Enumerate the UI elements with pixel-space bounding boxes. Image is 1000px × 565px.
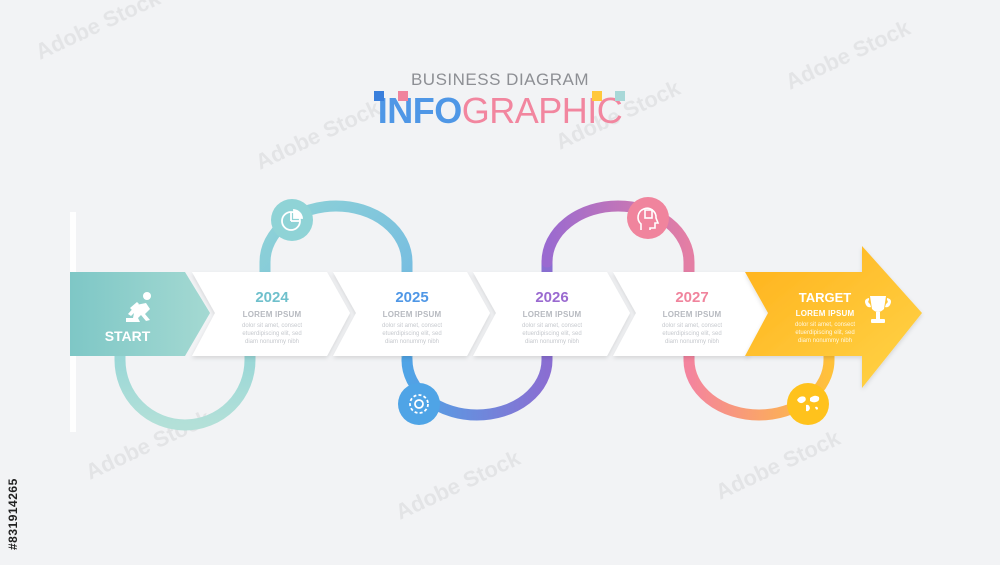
target-desc-line: diam nonummy nibh — [797, 338, 853, 344]
step-year: 2024 — [255, 289, 289, 306]
step-2027: 2027 LOREM IPSUM dolor sit amet, consect… — [632, 289, 752, 346]
loop-segment-2024 — [259, 200, 413, 366]
head-brain-icon — [637, 207, 660, 230]
chevron-2024 — [192, 272, 350, 356]
target-heading: LOREM IPSUM — [795, 309, 855, 318]
title-part-info: INFO — [377, 90, 463, 131]
svg-text:Adobe Stock: Adobe Stock — [712, 425, 845, 505]
trophy-icon — [865, 296, 891, 323]
diagram-subtitle: BUSINESS DIAGRAM — [410, 70, 590, 89]
step-heading: LOREM IPSUM — [522, 310, 582, 319]
step-year: 2026 — [535, 289, 569, 306]
circle-icon-2026 — [627, 197, 669, 239]
chevron-2025 — [333, 272, 490, 356]
step-2024: 2024 LOREM IPSUM dolor sit amet, consect… — [212, 289, 332, 346]
target-text: TARGET LOREM IPSUM dolor sit amet, conse… — [765, 290, 885, 345]
step-chevrons — [192, 272, 770, 356]
target-label: TARGET — [798, 290, 852, 305]
step-desc-line: etuerdipiscing elit, sed — [522, 331, 582, 337]
step-year: 2025 — [395, 289, 429, 306]
svg-text:Adobe Stock: Adobe Stock — [392, 445, 525, 525]
step-2026: 2026 LOREM IPSUM dolor sit amet, consect… — [492, 289, 612, 346]
circle-icon-2025 — [398, 383, 440, 425]
start-label: START — [104, 328, 151, 344]
chevron-2026 — [473, 272, 630, 356]
circle-icon-2024 — [271, 199, 313, 241]
step-heading: LOREM IPSUM — [242, 310, 302, 319]
runner-start-icon — [126, 292, 151, 322]
step-desc-line: etuerdipiscing elit, sed — [662, 331, 722, 337]
step-desc-line: diam nonummy nibh — [244, 339, 300, 345]
stock-id: #831914265 — [6, 478, 20, 550]
target-desc-line: etuerdipiscing elit, sed — [795, 330, 855, 336]
loop-segment-2027 — [683, 324, 835, 421]
circle-icon-2027 — [787, 383, 829, 425]
step-heading: LOREM IPSUM — [382, 310, 442, 319]
target-arrow — [745, 246, 922, 388]
step-desc-line: dolor sit amet, consect — [661, 323, 723, 329]
step-desc-line: diam nonummy nibh — [384, 339, 440, 345]
world-map-icon — [797, 395, 820, 412]
step-desc-line: diam nonummy nibh — [664, 339, 720, 345]
step-desc-line: etuerdipiscing elit, sed — [382, 331, 442, 337]
loop-segment-start — [114, 324, 256, 431]
header-square-4 — [615, 91, 625, 101]
gear-icon — [409, 394, 429, 414]
target-desc-line: dolor sit amet, consect — [794, 322, 856, 328]
diagram-title: INFOGRAPHIC — [0, 90, 1000, 132]
step-2025: 2025 LOREM IPSUM dolor sit amet, consect… — [352, 289, 472, 346]
header-square-1 — [374, 91, 384, 101]
step-year: 2027 — [675, 289, 709, 306]
svg-text:Adobe Stock: Adobe Stock — [32, 0, 165, 65]
step-desc-line: dolor sit amet, consect — [381, 323, 443, 329]
step-heading: LOREM IPSUM — [662, 310, 722, 319]
chevron-2027 — [613, 272, 770, 356]
header-square-3 — [592, 91, 602, 101]
step-desc-line: dolor sit amet, consect — [521, 323, 583, 329]
step-desc-line: diam nonummy nibh — [524, 339, 580, 345]
pie-chart-icon — [281, 208, 304, 231]
step-desc-line: dolor sit amet, consect — [241, 323, 303, 329]
header-square-2 — [398, 91, 408, 101]
step-desc-line: etuerdipiscing elit, sed — [242, 331, 302, 337]
loop-segment-2026 — [541, 200, 695, 366]
